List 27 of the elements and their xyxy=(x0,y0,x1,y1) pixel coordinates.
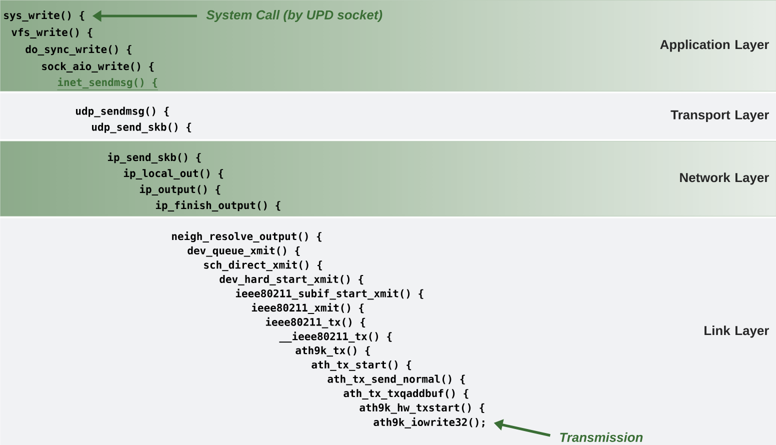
function-call: ath9k_iowrite32(); xyxy=(374,417,484,428)
function-call: ath9k_tx() { xyxy=(296,346,370,357)
function-call: ath_tx_start() { xyxy=(312,360,412,371)
function-call: sys_write() { xyxy=(4,10,84,22)
function-call: ieee80211_subif_start_xmit() { xyxy=(236,288,424,300)
function-call: ieee80211_xmit() { xyxy=(252,303,364,314)
function-call: ip_output() { xyxy=(140,184,220,196)
function-call: do_sync_write() { xyxy=(26,44,132,56)
function-call: ath9k_hw_txstart() { xyxy=(360,403,484,414)
function-call: ieee80211_tx() { xyxy=(266,317,366,328)
annotation: Transmission xyxy=(560,432,643,442)
annotation: System Call (by UPD socket) xyxy=(206,10,382,22)
function-call: ip_local_out() { xyxy=(124,168,224,180)
function-call: udp_sendmsg() { xyxy=(76,106,169,118)
function-call: ip_send_skb() { xyxy=(108,152,201,164)
function-call: ath_tx_txqaddbuf() { xyxy=(344,389,468,400)
function-call: inet_sendmsg() { xyxy=(57,78,158,90)
function-call: vfs_write() { xyxy=(12,28,92,38)
function-call: dev_hard_start_xmit() { xyxy=(220,274,364,286)
function-call: neigh_resolve_output() { xyxy=(172,232,322,242)
function-call: __ieee80211_tx() { xyxy=(279,332,392,343)
function-call: ip_finish_output() { xyxy=(156,200,280,212)
function-call: sch_direct_xmit() { xyxy=(204,260,322,272)
function-call: dev_queue_xmit() { xyxy=(188,246,300,257)
function-call: udp_send_skb() { xyxy=(92,122,192,134)
function-call: sock_aio_write() { xyxy=(42,62,154,72)
function-call: ath_tx_send_normal() { xyxy=(328,374,465,386)
